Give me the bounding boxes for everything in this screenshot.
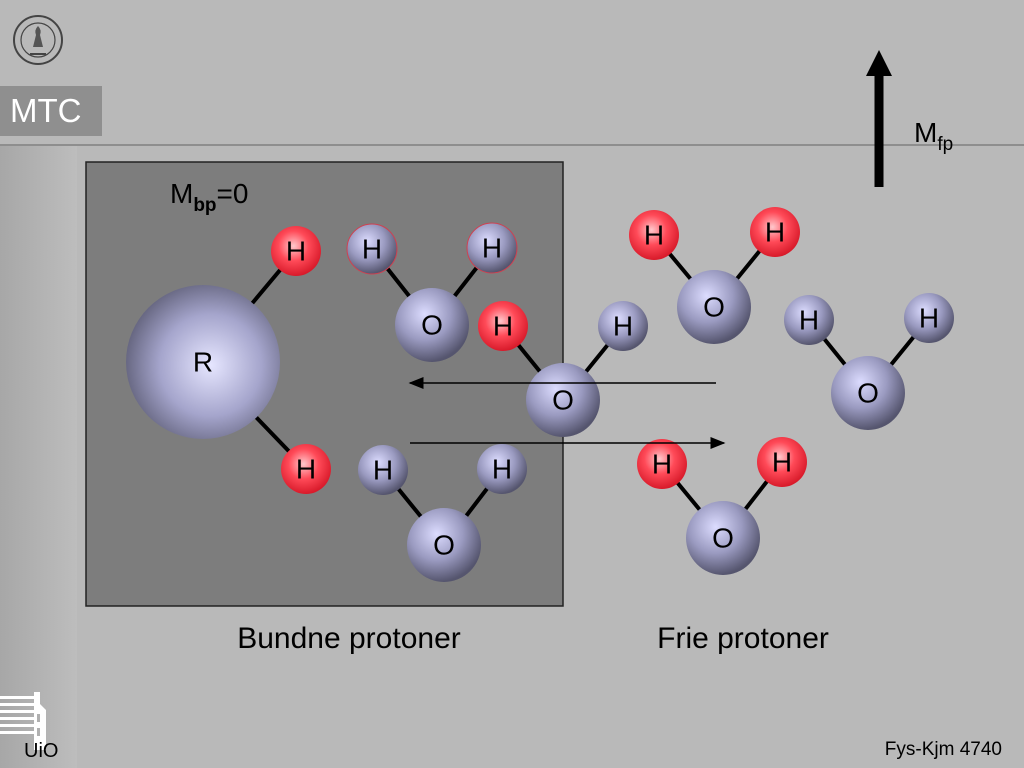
section-label: MTC <box>10 92 82 129</box>
hydrogen-label: H <box>362 234 382 265</box>
bound-magnetization-label: Mbp=0 <box>170 178 248 216</box>
section-label-box: MTC <box>0 86 102 136</box>
free-protons-label: Frie protoner <box>657 622 829 655</box>
hydrogen-label: H <box>919 303 939 334</box>
oxygen-label: O <box>552 385 574 416</box>
hydrogen-atom-red <box>271 226 321 276</box>
macromolecule-label: R <box>193 347 213 378</box>
hydrogen-atom-grey <box>346 223 398 275</box>
oxygen-label: O <box>857 378 879 409</box>
bound-protons-label: Bundne protoner <box>237 622 461 655</box>
hydrogen-label: H <box>772 447 792 478</box>
oxygen-atom <box>395 288 469 362</box>
oxygen-label: O <box>712 523 734 554</box>
hydrogen-atom-red <box>281 444 331 494</box>
oxygen-label: O <box>433 530 455 561</box>
hydrogen-label: H <box>492 454 512 485</box>
oxygen-atom <box>526 363 600 437</box>
oxygen-atom <box>677 270 751 344</box>
hydrogen-label: H <box>296 454 316 485</box>
hydrogen-label: H <box>482 233 502 264</box>
hydrogen-label: H <box>765 217 785 248</box>
hydrogen-atom-grey <box>784 295 834 345</box>
university-building-icon <box>0 692 46 750</box>
free-magnetization-label: Mfp <box>914 117 953 155</box>
hydrogen-label: H <box>613 311 633 342</box>
hydrogen-atom-grey <box>598 301 648 351</box>
hydrogen-label: H <box>652 449 672 480</box>
hydrogen-atom-red <box>629 210 679 260</box>
hydrogen-atom-red <box>757 437 807 487</box>
oxygen-label: O <box>703 292 725 323</box>
oxygen-atom <box>686 501 760 575</box>
hydrogen-atom-grey <box>358 445 408 495</box>
bound-magnetization-value: =0 <box>217 178 249 209</box>
free-magnetization-symbol: M <box>914 117 937 148</box>
left-sidebar-strip <box>0 145 77 768</box>
hydrogen-atoms <box>271 207 954 495</box>
hydrogen-label: H <box>373 455 393 486</box>
header-divider <box>0 144 1024 146</box>
oxygen-atom <box>407 508 481 582</box>
university-seal-icon <box>13 15 63 65</box>
oxygen-atoms <box>395 270 905 582</box>
hydrogen-label: H <box>644 220 664 251</box>
hydrogen-atom-grey <box>477 444 527 494</box>
hydrogen-atom-red <box>478 301 528 351</box>
free-magnetization-arrowhead <box>866 50 892 76</box>
hydrogen-atom-red <box>750 207 800 257</box>
hydrogen-atom-red <box>637 439 687 489</box>
hydrogen-atom-grey <box>466 222 518 274</box>
bound-magnetization-subscript: bp <box>193 195 216 216</box>
uio-logo-text: UiO <box>24 740 59 762</box>
free-magnetization-subscript: fp <box>937 134 953 155</box>
oxygen-atom <box>831 356 905 430</box>
course-code: Fys-Kjm 4740 <box>884 739 1002 760</box>
hydrogen-label: H <box>799 305 819 336</box>
hydrogen-atom-grey <box>904 293 954 343</box>
oxygen-label: O <box>421 310 443 341</box>
hydrogen-label: H <box>286 236 306 267</box>
hydrogen-label: H <box>493 311 513 342</box>
bound-magnetization-symbol: M <box>170 178 193 209</box>
macromolecule-atom <box>126 285 280 439</box>
